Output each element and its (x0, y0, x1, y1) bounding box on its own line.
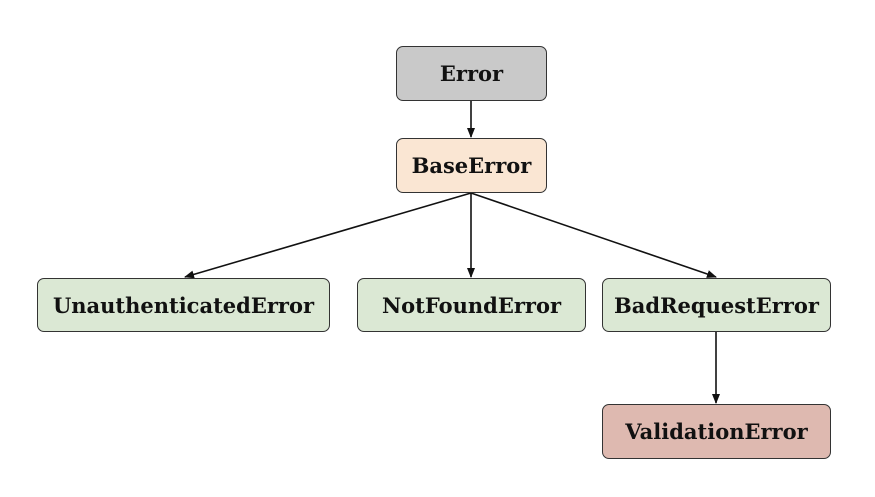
node-error: Error (396, 46, 547, 101)
node-validation-error: ValidationError (602, 404, 831, 459)
edge-baseerror-to-badrequesterror (470, 192, 717, 278)
node-base-error: BaseError (396, 138, 547, 193)
node-not-found-error: NotFoundError (357, 278, 586, 332)
edge-baseerror-to-unauthenticatederror (184, 192, 472, 279)
node-unauthenticated-error: UnauthenticatedError (37, 278, 330, 332)
node-bad-request-error: BadRequestError (602, 278, 831, 332)
